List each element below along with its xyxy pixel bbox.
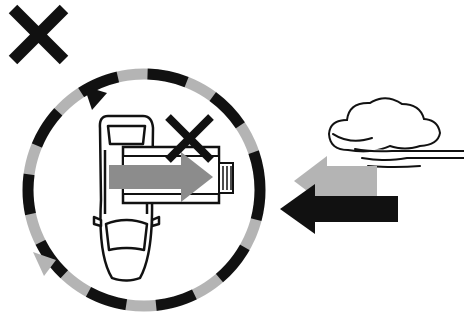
incoming-air-arrow-icons	[280, 156, 398, 234]
internal-airflow-arrow-icon	[109, 152, 213, 202]
ring-arrowhead-bottom-icon	[33, 252, 56, 276]
exhaust-smoke-cloud-icon	[327, 97, 464, 168]
ring-arrowhead-top-icon	[84, 86, 107, 110]
small-x-icon	[165, 114, 214, 163]
recirculation-ring-icon	[22, 68, 266, 312]
large-x-icon	[8, 4, 69, 65]
black-incoming-arrow-icon	[280, 184, 398, 234]
